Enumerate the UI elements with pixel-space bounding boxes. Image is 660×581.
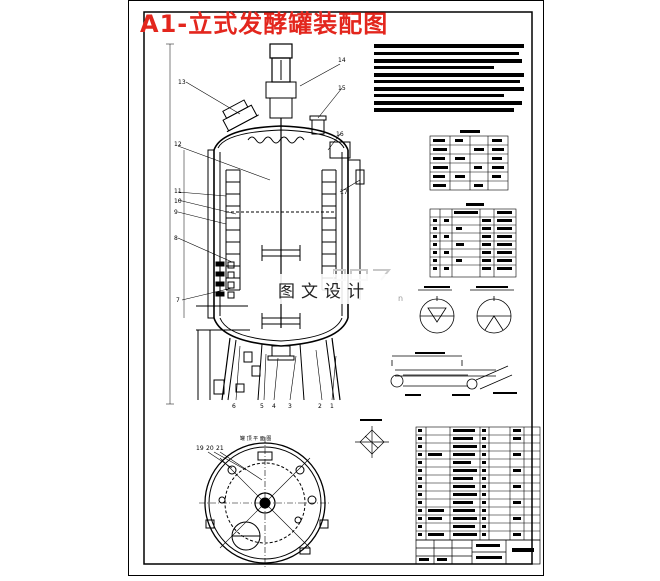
callout: 19 <box>196 445 204 452</box>
callout: 16 <box>336 131 344 138</box>
callout: 10 <box>174 198 182 205</box>
callout: 7 <box>176 297 180 304</box>
page-title: A1-立式发酵罐装配图 <box>140 10 389 38</box>
watermark: 图文设计 <box>258 274 390 304</box>
callout: 17 <box>340 189 348 196</box>
callout: 9 <box>174 209 178 216</box>
parts-list-table <box>415 426 541 541</box>
callout: 20 <box>206 445 214 452</box>
drawing-frame <box>128 0 544 576</box>
plan-callouts: 19 20 21 <box>196 445 224 452</box>
vessel-elevation-view <box>166 43 365 405</box>
callout: 13 <box>178 79 186 86</box>
callout: 5 <box>260 403 264 410</box>
detail-views <box>418 286 514 334</box>
technical-characteristics-table <box>429 130 509 191</box>
vessel-plan-view: 罐 顶 平 面 图 <box>199 435 331 569</box>
elevation-callouts: 13 14 15 16 12 17 11 10 9 8 7 6 5 4 3 2 … <box>174 57 348 410</box>
callout: 6 <box>232 403 236 410</box>
watermark-letter: n <box>398 294 404 303</box>
callout: 3 <box>288 403 292 410</box>
callout: 12 <box>174 141 182 148</box>
callout: 2 <box>318 403 322 410</box>
callout: 11 <box>174 188 182 195</box>
callout: 21 <box>216 445 224 452</box>
callout: 15 <box>338 85 346 92</box>
baffle-detail-view <box>355 419 389 458</box>
nozzle-table <box>429 203 517 278</box>
technical-requirements-text <box>374 44 524 112</box>
callout: 8 <box>174 235 178 242</box>
drawing-sheet <box>128 0 544 577</box>
motor <box>269 43 293 59</box>
callout: 1 <box>330 403 334 410</box>
callout: 4 <box>272 403 276 410</box>
callout: 14 <box>338 57 346 64</box>
watermark-text: 图文设计 <box>278 281 370 302</box>
paddle-detail-view <box>390 352 517 396</box>
plan-view-label: 罐 顶 平 面 图 <box>240 435 271 442</box>
title-block <box>415 539 541 565</box>
